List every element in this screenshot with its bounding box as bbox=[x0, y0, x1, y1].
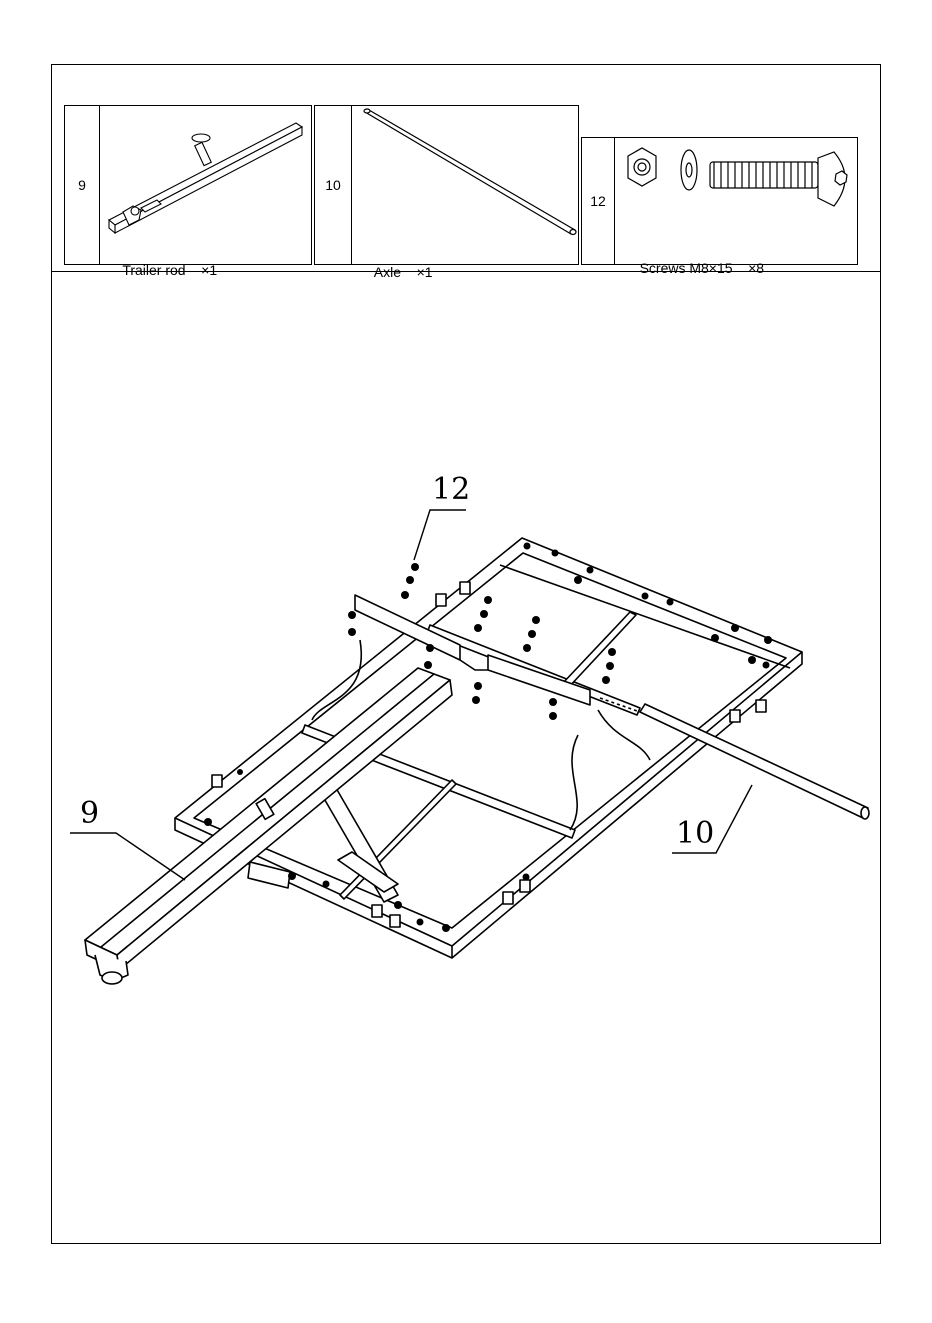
callout-label-trailer-rod: 9 bbox=[80, 796, 99, 831]
callout-label-axle: 10 bbox=[676, 816, 714, 851]
callout-label-screws: 12 bbox=[432, 472, 470, 507]
